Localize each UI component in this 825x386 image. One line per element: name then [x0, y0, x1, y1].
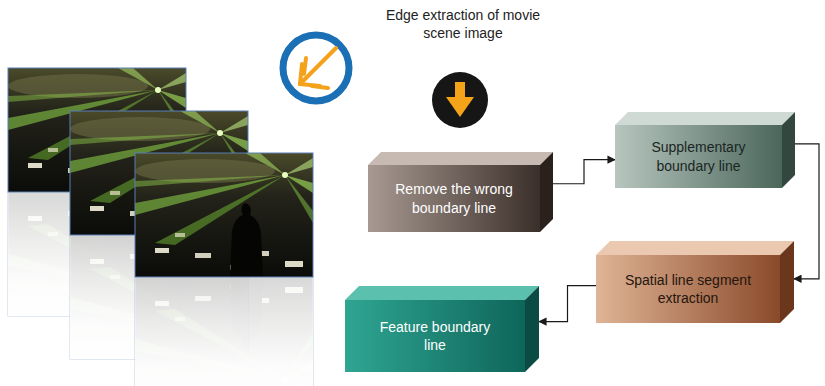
- process-box: Supplementary boundary line: [615, 125, 782, 188]
- edge-icon: [283, 35, 349, 101]
- process-box: Feature boundary line: [345, 300, 525, 372]
- box-side-face: [780, 241, 794, 323]
- box-top-face: [615, 112, 795, 125]
- reflection-fade: [135, 277, 313, 386]
- box-text: Supplementary boundary line: [629, 138, 768, 174]
- box-3d-faces: [615, 125, 782, 188]
- heading-label: Edge extraction of movie scene image: [368, 6, 558, 42]
- flow-arrow: [794, 144, 819, 279]
- box-3d-faces: [368, 165, 540, 232]
- box-top-face: [596, 241, 794, 255]
- process-box: Spatial line segment extraction: [596, 255, 780, 323]
- down-arrow-symbol: [432, 72, 488, 128]
- box-top-face: [368, 152, 553, 165]
- box-side-face: [782, 112, 795, 188]
- box-3d-faces: [345, 300, 525, 372]
- box-side-face: [540, 152, 553, 232]
- movie-scene-image: [135, 153, 313, 277]
- box-side-face: [525, 286, 539, 372]
- box-top-face: [345, 286, 539, 300]
- box-text: Feature boundary line: [373, 318, 498, 354]
- flow-arrow: [539, 286, 596, 322]
- image-reflection: [135, 277, 313, 386]
- flow-arrow: [553, 160, 615, 184]
- box-text: Spatial line segment extraction: [610, 271, 766, 307]
- process-box: Remove the wrong boundary line: [368, 165, 540, 232]
- box-text: Remove the wrong boundary line: [383, 180, 525, 216]
- box-3d-faces: [596, 255, 780, 323]
